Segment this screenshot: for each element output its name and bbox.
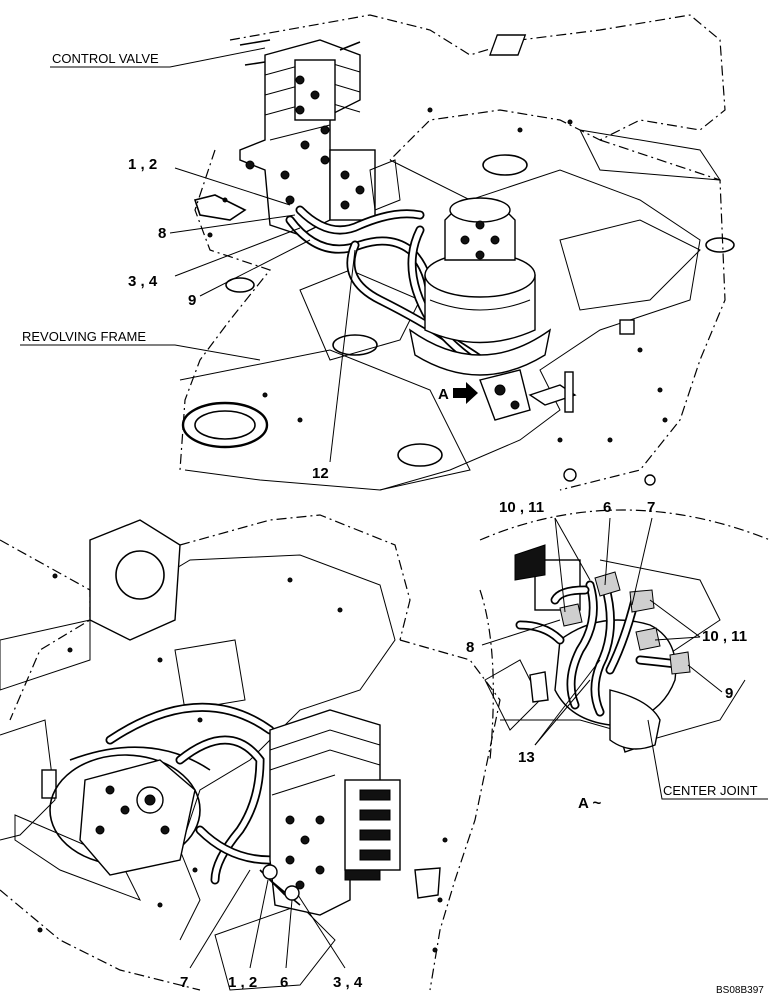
frame-edge-bl: [0, 719, 56, 841]
frame-bracket-hole: [115, 550, 165, 600]
callout-8-top: 8: [158, 225, 166, 242]
control-valve-label: CONTROL VALVE: [52, 51, 159, 66]
hoses-bl: [105, 702, 275, 885]
callout-1-2-top: 1 , 2: [128, 156, 157, 173]
revolving-frame-label: REVOLVING FRAME: [22, 329, 146, 344]
frame-boss-2: [619, 319, 635, 335]
callout-7-detail-leader: [631, 517, 653, 606]
callout-6-detail-leader: [604, 517, 611, 586]
frame-stud-bl: [41, 769, 57, 799]
frame-outline-bl-top: [0, 514, 411, 721]
callout-10-11-b: 10 , 11: [702, 628, 747, 645]
frame-boss-1: [489, 34, 527, 56]
callout-7-bottom: 7: [180, 974, 188, 991]
callout-1-2-bottom: 1 , 2: [228, 974, 257, 991]
revolving-frame-outline-top: [229, 14, 726, 161]
revolving-frame-outline-left: [179, 149, 272, 471]
swing-motor-top: [408, 197, 552, 376]
callout-9-top: 9: [188, 292, 196, 309]
revolving-frame-leader: [20, 344, 261, 361]
callout-1-2-top-leader: [174, 167, 291, 206]
detail-fittings: [559, 571, 691, 675]
detail-view-a: 10 , 11 6 7 8 10 , 11 9 13 A ~ CENTER JO…: [466, 499, 771, 812]
frame-hole-1: [332, 334, 378, 356]
callout-9-detail-leader: [687, 664, 723, 693]
callout-10-11-b-leader-2: [654, 636, 701, 641]
frame-lower-plate: [179, 349, 471, 491]
frame-outline-bl-bottom: [0, 889, 201, 991]
frame-hole-4: [482, 154, 528, 176]
drawing-code: BS08B397: [716, 985, 764, 996]
callout-10-11-a-leader-2: [554, 517, 566, 613]
view-a-arrow-icon: [453, 382, 478, 404]
callout-8-detail-leader: [481, 619, 561, 646]
callout-9-detail: 9: [725, 685, 733, 702]
frame-post-1: [563, 468, 577, 482]
view-a-title: A ~: [578, 795, 601, 812]
frame-post-2: [644, 474, 656, 486]
frame-hole-5: [705, 237, 735, 253]
frame-bolts-top: [207, 107, 668, 443]
callout-10-11-a: 10 , 11: [499, 499, 544, 516]
revolving-frame-outline-right: [559, 139, 726, 491]
swing-motor-bl: [49, 746, 211, 876]
control-valve-top: [193, 39, 401, 236]
callout-6-bottom: 6: [280, 974, 288, 991]
center-joint-leader: [647, 719, 768, 800]
frame-slot-bl-2: [214, 904, 336, 991]
view-a-arrow-label: A: [438, 386, 449, 403]
frame-slot-bl: [174, 639, 246, 711]
callout-6-bottom-leader: [285, 899, 293, 969]
callout-7-detail: 7: [647, 499, 655, 516]
callout-3-4-bottom: 3 , 4: [333, 974, 363, 991]
frame-beam-bl: [0, 619, 91, 691]
center-joint-label: CENTER JOINT: [663, 783, 758, 798]
frame-bracket-bl: [89, 519, 181, 641]
detail-clamp: [529, 671, 549, 703]
frame-deck-top: [379, 159, 701, 491]
callout-10-11-b-leader-1: [649, 599, 701, 638]
callout-3-4-top: 3 , 4: [128, 273, 158, 290]
control-valve-leader: [50, 47, 266, 68]
callout-7-bottom-leader: [189, 869, 251, 969]
frame-outline-bl-right: [399, 639, 501, 991]
frame-bolts-bl: [37, 573, 448, 953]
detail-bracket-face: [514, 544, 546, 581]
frame-hole-3: [225, 277, 255, 293]
callout-13-leader-1: [534, 659, 601, 746]
callout-8-detail: 8: [466, 639, 474, 656]
callout-13: 13: [518, 749, 535, 766]
callout-10-11-a-leader-1: [554, 517, 591, 581]
control-valve-section-side: [329, 149, 376, 221]
center-joint-top: [479, 369, 577, 421]
bottom-left-view: 7 1 , 2 6 3 , 4: [0, 514, 501, 991]
callout-3-4-bottom-leader: [297, 894, 346, 969]
top-view: A CONTROL VALVE REVOLVING FRAME 1 , 2 8 …: [20, 14, 735, 491]
callout-12-leader: [329, 249, 356, 463]
callout-9-top-leader: [199, 239, 311, 297]
detail-frame-right: [599, 559, 721, 661]
detail-outline-top: [479, 509, 771, 541]
callout-6-detail: 6: [603, 499, 611, 516]
callout-13-leader-2: [534, 679, 591, 746]
callout-3-4-top-leader: [174, 227, 301, 277]
callout-8-top-leader: [169, 214, 296, 234]
frame-rib-2: [559, 219, 701, 311]
callout-12: 12: [312, 465, 329, 482]
bearing-ring-inner: [194, 410, 256, 440]
detail-outline-left: [479, 589, 494, 761]
bearing-ring-outer: [181, 401, 269, 449]
center-joint-handle: [564, 371, 574, 413]
frame-plate-bl: [89, 554, 396, 941]
control-valve-bl: [259, 709, 441, 916]
frame-hole-2: [397, 443, 443, 467]
callout-1-2-bottom-leader: [249, 879, 269, 969]
frame-slot: [579, 129, 721, 181]
